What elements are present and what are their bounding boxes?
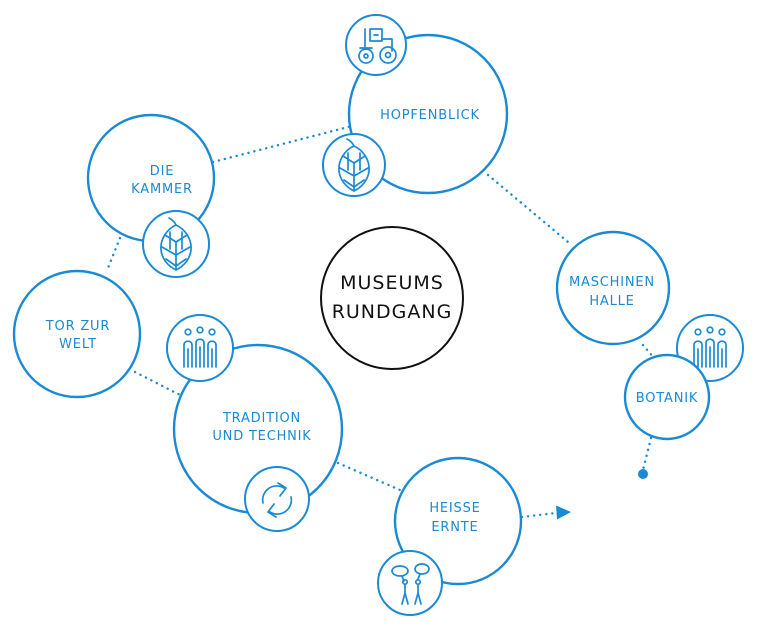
center-label-line1: MUSEUMS: [340, 272, 444, 294]
center-circle: [320, 226, 464, 370]
station-tor-label-line2: WELT: [59, 337, 97, 352]
recycle-arrows-icon: [261, 482, 293, 518]
station-heisse-label-line2: ERNTE: [431, 520, 478, 535]
speech-bubbles-icon: [391, 563, 430, 605]
station-tor-label-line1: TOR ZUR: [45, 319, 110, 334]
tractor-icon: [358, 28, 397, 64]
tradition-people-badge: [166, 314, 234, 382]
hopfenblick-hop-badge: [322, 133, 386, 197]
station-tor-zur-welt: TOR ZUR WELT: [12, 269, 142, 399]
connector-kammer-hopfenblick: [211, 124, 354, 164]
connector-hopfenblick-maschinen: [486, 173, 570, 244]
recycle-badge: [244, 466, 310, 532]
station-heisse-label-line1: HEISSE: [429, 501, 480, 516]
connector-tradition-heisse: [336, 461, 402, 492]
station-heisse-ernte: HEISSE ERNTE: [393, 456, 523, 586]
station-hopfenblick-label: HOPFENBLICK: [380, 108, 480, 123]
station-maschinen-label-line1: MASCHINEN: [569, 275, 655, 290]
station-maschinen-label-line2: HALLE: [589, 294, 634, 309]
kammer-hop-badge: [142, 210, 210, 278]
connector-maschinen-botanik: [641, 343, 656, 360]
station-tradition-label-line2: UND TECHNIK: [212, 429, 311, 444]
station-kammer: DIE KAMMER: [86, 113, 216, 243]
station-botanik: BOTANIK: [623, 353, 711, 441]
station-tradition-label-line1: TRADITION: [222, 411, 301, 426]
connector-botanik-end: [641, 436, 653, 472]
arrow-head-icon: [556, 505, 571, 520]
speech-badge: [377, 550, 443, 616]
tour-end-dot: [638, 469, 648, 479]
connector-kammer-tor: [106, 236, 122, 270]
station-maschinenhalle: MASCHINEN HALLE: [555, 230, 671, 346]
center-label-line2: RUNDGANG: [332, 301, 453, 323]
tractor-badge: [345, 14, 407, 76]
station-hopfenblick: HOPFENBLICK: [347, 33, 509, 195]
connector-tor-tradition: [133, 370, 186, 399]
connector-heisse-arrow: [520, 511, 558, 519]
station-kammer-label-line2: KAMMER: [131, 182, 193, 197]
station-kammer-label-line1: DIE: [150, 164, 174, 179]
station-botanik-label: BOTANIK: [636, 391, 698, 406]
